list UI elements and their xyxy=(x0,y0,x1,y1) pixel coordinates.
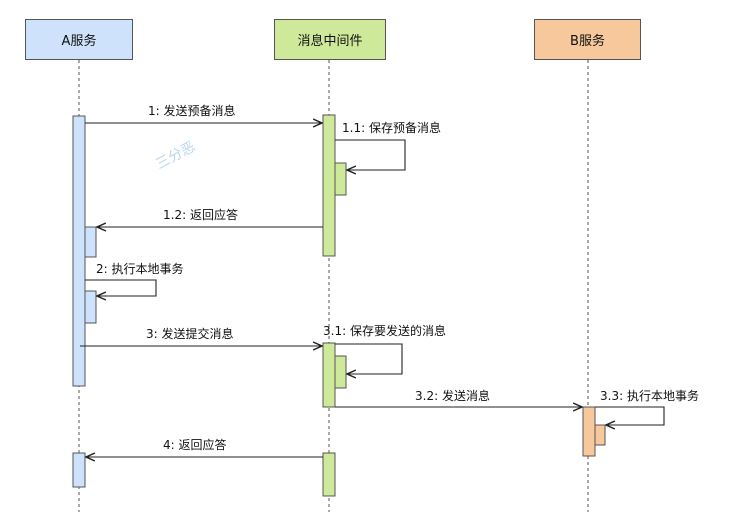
activation-mq-2 xyxy=(322,342,336,408)
arrow-m3-3 xyxy=(595,406,665,425)
label-m1: 1: 发送预备消息 xyxy=(148,104,236,118)
activation-mq-1 xyxy=(322,114,336,257)
label-m4: 4: 返回应答 xyxy=(163,438,227,452)
label-m3-2: 3.2: 发送消息 xyxy=(415,389,490,403)
activation-mq-3 xyxy=(322,452,336,497)
activation-b xyxy=(582,406,596,457)
arrow-m3-1 xyxy=(335,343,403,374)
activation-a-final xyxy=(72,452,86,488)
arrow-m2 xyxy=(85,279,157,296)
activation-a-local-tx xyxy=(84,290,97,324)
participant-service-a: A服务 xyxy=(25,19,133,60)
participant-service-b: B服务 xyxy=(534,19,641,60)
label-m3-1: 3.1: 保存要发送的消息 xyxy=(323,324,446,338)
activation-a-reply xyxy=(84,226,97,258)
activation-mq-2-self xyxy=(334,355,347,389)
label-m3: 3: 发送提交消息 xyxy=(146,327,234,341)
activation-mq-1-self xyxy=(334,162,347,196)
label-m1-2: 1.2: 返回应答 xyxy=(163,208,238,222)
arrow-m1-1 xyxy=(335,139,406,170)
activation-b-self xyxy=(594,424,606,446)
label-m1-1: 1.1: 保存预备消息 xyxy=(342,121,441,135)
label-m3-3: 3.3: 执行本地事务 xyxy=(600,389,699,403)
participant-middleware: 消息中间件 xyxy=(274,19,386,60)
label-m2: 2: 执行本地事务 xyxy=(96,262,184,276)
